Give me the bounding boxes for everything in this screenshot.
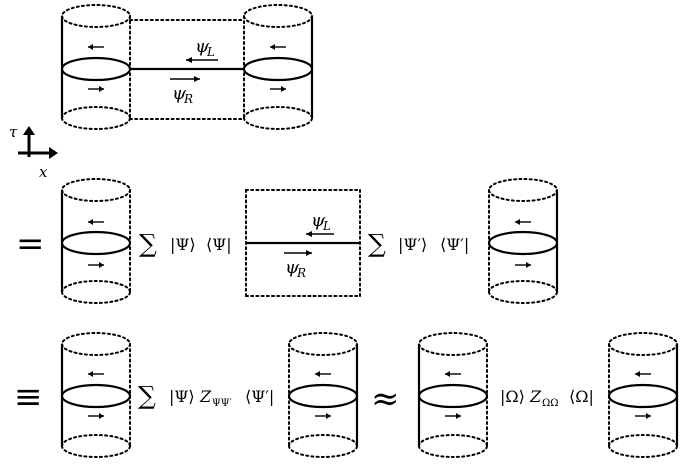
svg-text:|Ψ′⟩: |Ψ′⟩ — [398, 235, 427, 254]
arrow-right-icon — [515, 262, 531, 268]
svg-text:ΩΩ: ΩΩ — [542, 398, 559, 409]
arrow-right-icon — [635, 413, 651, 419]
arrow-left-icon — [88, 219, 104, 225]
arrow-left-icon — [306, 231, 334, 237]
row3-cylinder-2 — [287, 332, 359, 458]
arrow-left-icon — [635, 371, 651, 377]
axes-indicator: τ x — [9, 123, 58, 181]
x-axis-arrow-icon — [18, 147, 58, 159]
x-label: x — [39, 163, 48, 181]
row3-cylinder-3 — [417, 332, 489, 458]
svg-text:L: L — [322, 219, 331, 233]
row2-sum1-expression: ∑ |Ψ⟩ ⟨Ψ| — [139, 229, 232, 258]
arrow-left-icon — [515, 219, 531, 225]
row3-cylinder-4 — [607, 332, 679, 458]
arrow-left-icon — [88, 371, 104, 377]
svg-text:Z: Z — [529, 387, 542, 406]
row3-cylinder-1 — [60, 332, 132, 458]
svg-text:|Ψ⟩: |Ψ⟩ — [169, 387, 195, 406]
svg-text:|Ψ⟩: |Ψ⟩ — [170, 235, 196, 254]
arrow-right-icon — [170, 76, 200, 82]
arrow-left-icon — [186, 57, 218, 63]
row1-psi-L-label: ψ L — [195, 36, 215, 59]
svg-text:|Ω⟩: |Ω⟩ — [500, 387, 525, 406]
row2-right-cylinder — [487, 178, 559, 304]
arrow-right-icon — [270, 86, 286, 92]
tau-label: τ — [9, 123, 18, 141]
arrow-right-icon — [445, 413, 461, 419]
row2-left-cylinder — [60, 178, 132, 304]
svg-text:Z: Z — [199, 387, 212, 406]
svg-text:⟨Ψ′|: ⟨Ψ′| — [245, 387, 274, 406]
arrow-right-icon — [88, 86, 104, 92]
svg-text:R: R — [183, 92, 193, 106]
arrow-right-icon — [88, 413, 104, 419]
svg-text:ψ: ψ — [311, 210, 326, 231]
svg-text:∑: ∑ — [139, 229, 157, 258]
row2-middle-box: ψ L ψ R — [245, 189, 361, 297]
svg-text:ψ: ψ — [172, 83, 187, 104]
arrow-left-icon — [88, 44, 104, 50]
row3-equiv-symbol: ≡ — [14, 377, 43, 417]
row1-arrows — [88, 44, 286, 92]
row1-psi-R-label: ψ R — [172, 83, 193, 106]
row2-psi-L-label: ψ L — [311, 210, 331, 233]
row3-approx-symbol: ≈ — [371, 379, 400, 419]
svg-text:R: R — [296, 266, 306, 280]
arrow-left-icon — [445, 371, 461, 377]
arrow-left-icon — [315, 371, 331, 377]
row2-equals-symbol: = — [16, 224, 45, 264]
svg-text:ψ: ψ — [285, 257, 300, 278]
row1-connector — [129, 19, 245, 120]
svg-text:L: L — [206, 45, 215, 59]
svg-text:∑: ∑ — [368, 229, 386, 258]
row1-right-cylinder — [242, 4, 314, 130]
svg-text:⟨Ψ′|: ⟨Ψ′| — [440, 235, 469, 254]
arrow-right-icon — [284, 250, 312, 256]
svg-text:⟨Ω|: ⟨Ω| — [569, 387, 594, 406]
svg-text:⟨Ψ|: ⟨Ψ| — [206, 235, 232, 254]
svg-text:∑: ∑ — [138, 381, 156, 410]
arrow-right-icon — [88, 262, 104, 268]
arrow-right-icon — [315, 413, 331, 419]
arrow-left-icon — [270, 44, 286, 50]
svg-text:ψ: ψ — [195, 36, 210, 57]
row2-psi-R-label: ψ R — [285, 257, 306, 280]
row3-sum-expression: ∑ |Ψ⟩ Z ΨΨ′ ⟨Ψ′| — [138, 381, 274, 410]
row3-omega-expression: |Ω⟩ Z ΩΩ ⟨Ω| — [500, 387, 594, 409]
row2-sum2-expression: ∑ |Ψ′⟩ ⟨Ψ′| — [368, 229, 469, 258]
svg-text:ΨΨ′: ΨΨ′ — [212, 398, 233, 409]
row1-left-cylinder — [60, 4, 132, 130]
